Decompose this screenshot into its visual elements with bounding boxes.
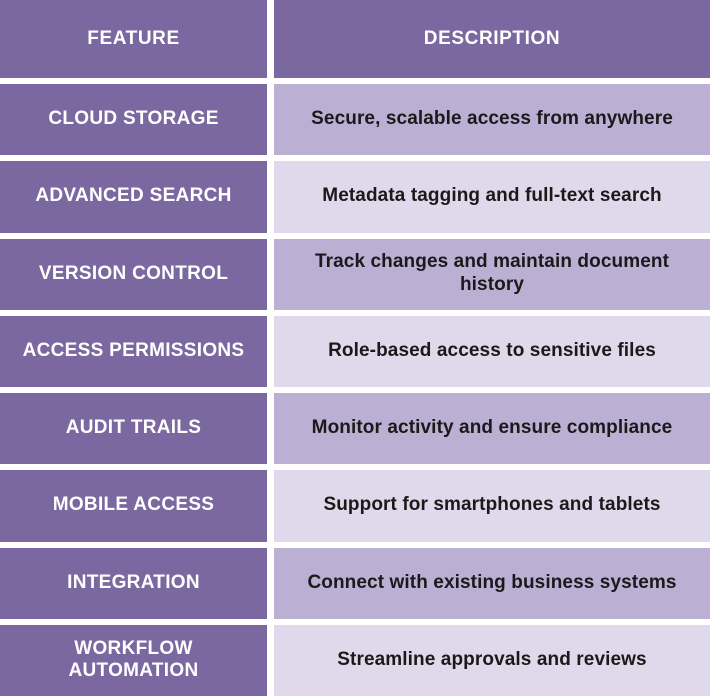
feature-cell: VERSION CONTROL xyxy=(0,238,267,310)
description-cell: Connect with existing business systems xyxy=(274,547,710,619)
description-column-header: DESCRIPTION xyxy=(274,0,710,78)
feature-cell: CLOUD STORAGE xyxy=(0,84,267,156)
feature-cell: ACCESS PERMISSIONS xyxy=(0,315,267,387)
feature-cell: AUDIT TRAILS xyxy=(0,393,267,465)
feature-column-header: FEATURE xyxy=(0,0,267,78)
description-cell: Support for smartphones and tablets xyxy=(274,470,710,542)
feature-cell: WORKFLOW AUTOMATION xyxy=(0,624,267,696)
description-cell: Track changes and maintain document hist… xyxy=(274,238,710,310)
feature-cell: MOBILE ACCESS xyxy=(0,470,267,542)
description-cell: Streamline approvals and reviews xyxy=(274,624,710,696)
description-cell: Secure, scalable access from anywhere xyxy=(274,84,710,156)
description-cell: Monitor activity and ensure compliance xyxy=(274,393,710,465)
description-cell: Role-based access to sensitive files xyxy=(274,315,710,387)
feature-cell: ADVANCED SEARCH xyxy=(0,161,267,233)
feature-cell: INTEGRATION xyxy=(0,547,267,619)
description-cell: Metadata tagging and full-text search xyxy=(274,161,710,233)
